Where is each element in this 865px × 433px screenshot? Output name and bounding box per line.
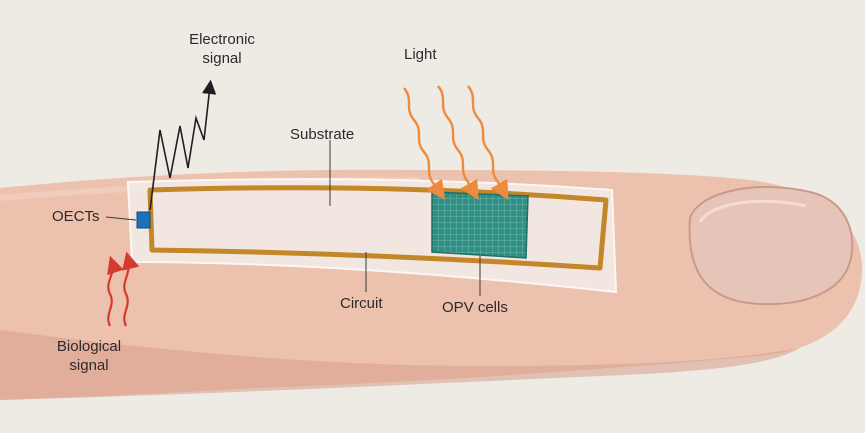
fingernail — [688, 186, 854, 306]
leader-lines — [105, 140, 481, 296]
electronic-signal-label-line-1: Electronic — [189, 31, 255, 48]
electronic-signal-label-line-2: signal — [202, 50, 242, 67]
biological-signal-rays — [107, 251, 140, 327]
biological-signal-label: Biological signal — [46, 337, 132, 375]
circuit-trace — [147, 185, 609, 271]
oects-label: OECTs — [52, 208, 100, 225]
biological-signal-label-line-2: signal — [69, 357, 109, 374]
opv-cells-label: OPV cells — [442, 299, 508, 316]
substrate-label: Substrate — [290, 126, 355, 143]
electronic-signal-label: Electronic signal — [176, 30, 268, 68]
opv-cells — [431, 191, 529, 259]
biological-signal-label-line-1: Biological — [56, 338, 122, 355]
oect-device — [136, 211, 151, 229]
circuit-label: Circuit — [340, 295, 383, 312]
electronic-signal-arrow — [149, 79, 217, 211]
light-label: Light — [404, 46, 437, 63]
light-rays — [403, 85, 509, 201]
